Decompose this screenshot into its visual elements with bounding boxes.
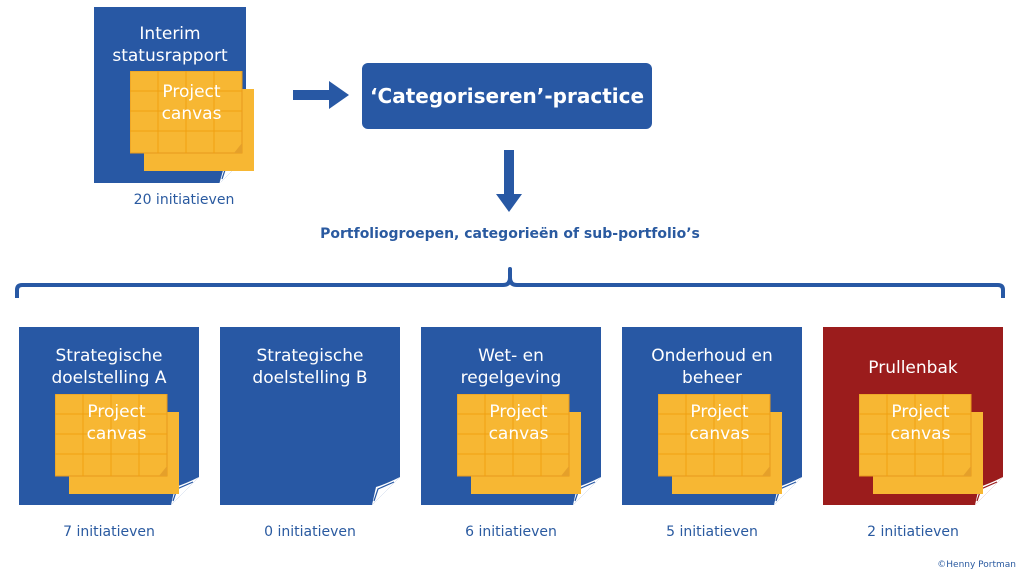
canvas-sheets: [859, 394, 983, 494]
document-shape: [220, 327, 400, 505]
canvas-sheets: [658, 394, 782, 494]
canvas-sheets: [457, 394, 581, 494]
interim-statusrapport-document: Interim statusrapport Project canvas: [94, 7, 254, 183]
document-title: Wet- en regelgeving: [460, 346, 562, 388]
document-title: Interim statusrapport: [112, 24, 228, 66]
prullenbak-document: Prullenbak Project canvas: [823, 327, 1003, 505]
top-count: 20 initiatieven: [133, 192, 235, 208]
canvas-label: Project canvas: [488, 402, 549, 444]
categoriseren-practice-box: ‘Categoriseren’-practice: [362, 63, 652, 129]
project-canvas-stack: Project canvas: [55, 394, 180, 496]
project-canvas-stack: Project canvas: [859, 394, 984, 496]
credit: ©Henny Portman: [937, 560, 1016, 570]
prullenbak-count: 2 initiatieven: [867, 524, 959, 540]
strategische-doelstelling-b-document: Strategische doelstelling B: [220, 327, 400, 505]
canvas-sheets: [130, 71, 254, 171]
canvas-label: Project canvas: [890, 402, 951, 444]
document-title: Strategische doelstelling A: [51, 346, 167, 388]
portfolio-groups-label: Portfoliogroepen, categorieën of sub-por…: [320, 226, 700, 242]
arrow-right-icon: [293, 81, 349, 109]
strategische-doelstelling-a-count: 7 initiatieven: [63, 524, 155, 540]
onderhoud-en-beheer-count: 5 initiatieven: [666, 524, 758, 540]
project-canvas-stack: Project canvas: [457, 394, 582, 496]
project-canvas-stack: Project canvas: [130, 71, 255, 173]
wet-en-regelgeving-count: 6 initiatieven: [465, 524, 557, 540]
document-title: Strategische doelstelling B: [252, 346, 368, 388]
project-canvas-stack: Project canvas: [658, 394, 783, 496]
strategische-doelstelling-a-document: Strategische doelstelling A Project canv…: [19, 327, 199, 505]
document-title: Onderhoud en beheer: [651, 346, 773, 388]
document-title: Prullenbak: [868, 358, 958, 378]
canvas-sheets: [55, 394, 179, 494]
wet-en-regelgeving-document: Wet- en regelgeving Project canvas: [421, 327, 601, 505]
canvas-label: Project canvas: [689, 402, 750, 444]
bracket-icon: [15, 267, 1005, 298]
canvas-label: Project canvas: [161, 82, 222, 124]
strategische-doelstelling-b-count: 0 initiatieven: [264, 524, 356, 540]
arrow-down-icon: [496, 150, 522, 212]
onderhoud-en-beheer-document: Onderhoud en beheer Project canvas: [622, 327, 802, 505]
canvas-label: Project canvas: [86, 402, 147, 444]
